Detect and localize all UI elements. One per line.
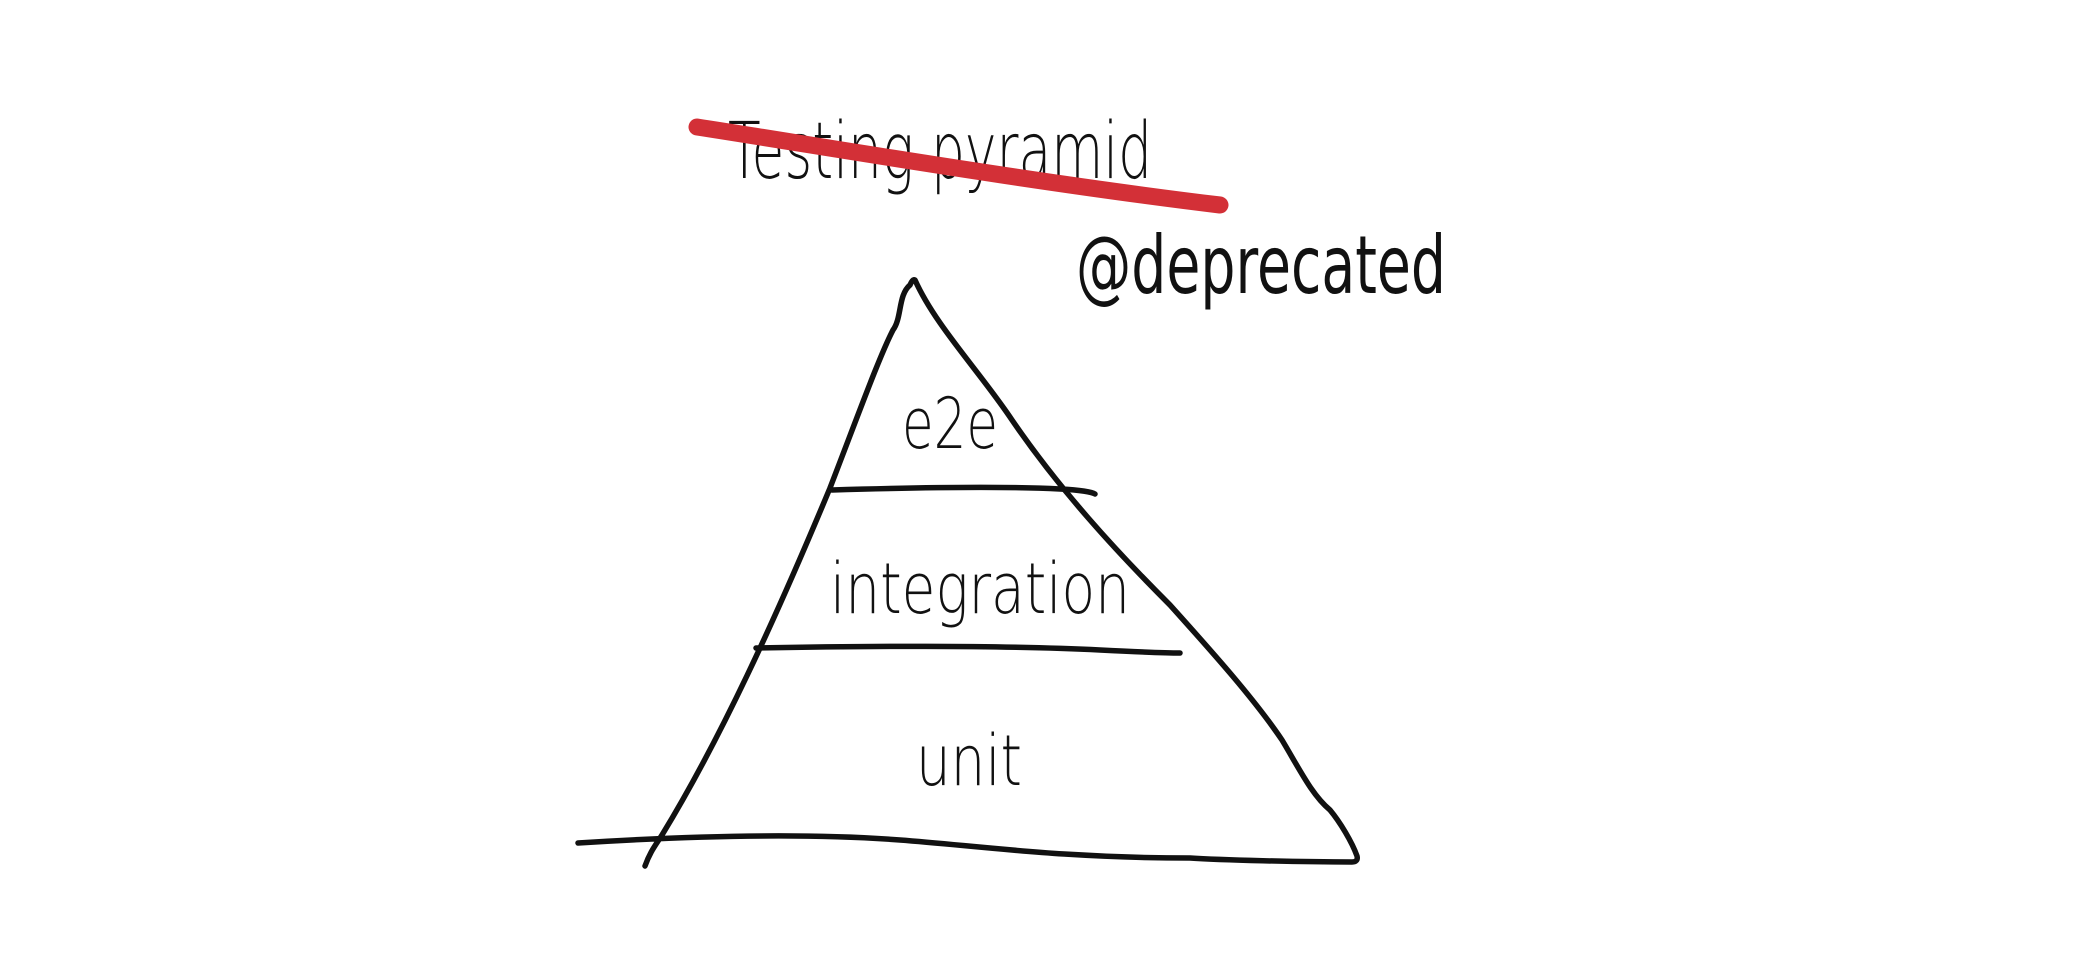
layer-label-e2e: e2e [902, 383, 998, 465]
title-strikethrough [688, 118, 1229, 214]
layer-divider-top [829, 484, 1098, 497]
layer-label-unit: unit [916, 720, 1022, 802]
deprecated-annotation: @deprecated [1076, 219, 1446, 312]
layer-divider-bottom [753, 643, 1183, 656]
pyramid-outline [575, 277, 1360, 869]
layer-label-integration: integration [830, 548, 1130, 630]
